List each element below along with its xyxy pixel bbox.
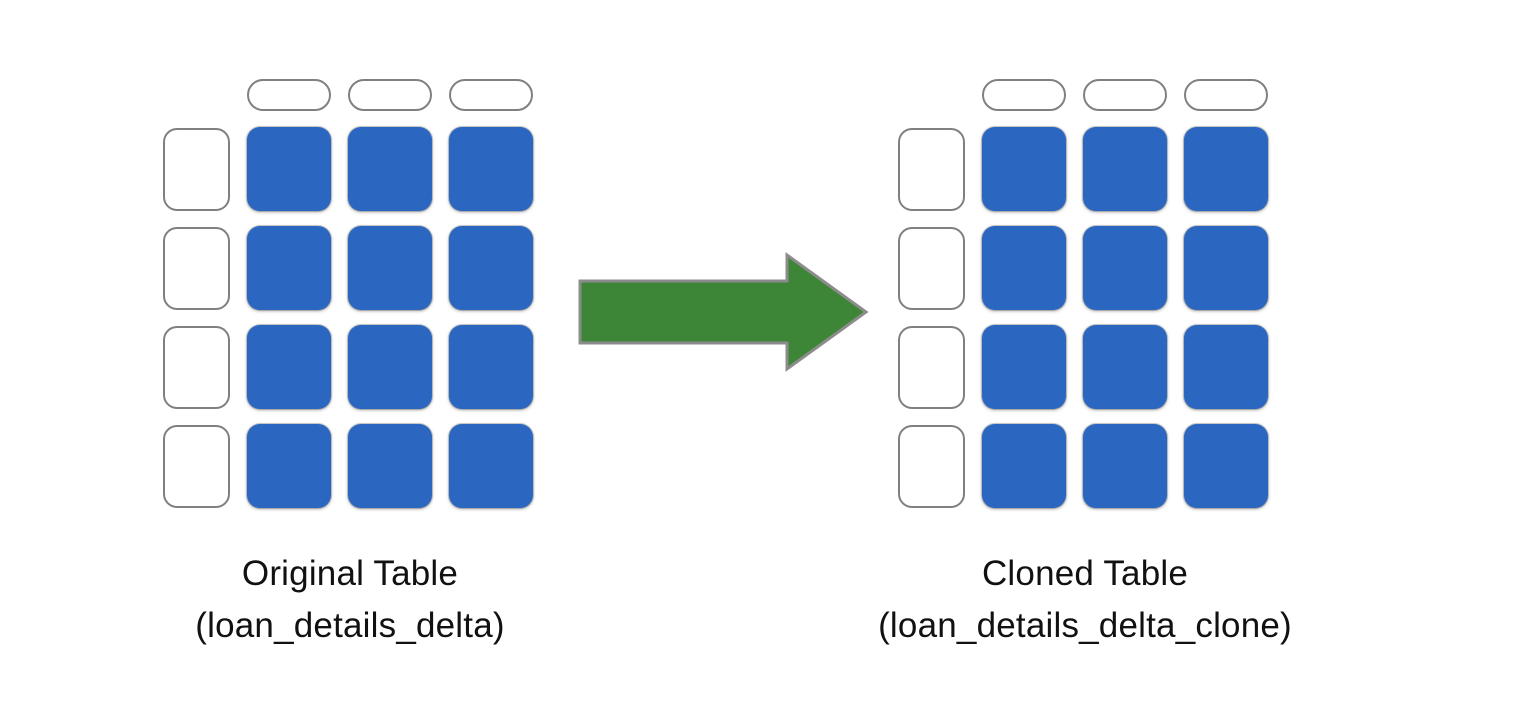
cloned-row-header-4[interactable] xyxy=(898,425,965,508)
original-cell-r4c1[interactable] xyxy=(247,424,331,508)
cloned-cell-r1c2[interactable] xyxy=(1083,127,1167,211)
original-cell-r1c2[interactable] xyxy=(348,127,432,211)
cloned-row-header-1[interactable] xyxy=(898,128,965,211)
cloned-column-header-1[interactable] xyxy=(982,79,1066,111)
cloned-table-caption-line2: (loan_details_delta_clone) xyxy=(878,606,1292,645)
cloned-cell-r2c1[interactable] xyxy=(982,226,1066,310)
cloned-table-caption: Cloned Table (loan_details_delta_clone) xyxy=(795,548,1375,652)
original-cell-r3c1[interactable] xyxy=(247,325,331,409)
cloned-table-group: Cloned Table (loan_details_delta_clone) xyxy=(875,0,1295,715)
original-cell-r2c3[interactable] xyxy=(449,226,533,310)
clone-arrow xyxy=(575,248,871,378)
cloned-row-header-2[interactable] xyxy=(898,227,965,310)
original-cell-r4c2[interactable] xyxy=(348,424,432,508)
cloned-cell-r1c3[interactable] xyxy=(1184,127,1268,211)
cloned-column-header-2[interactable] xyxy=(1083,79,1167,111)
original-cell-r3c2[interactable] xyxy=(348,325,432,409)
cloned-cell-r2c3[interactable] xyxy=(1184,226,1268,310)
cloned-cell-r4c3[interactable] xyxy=(1184,424,1268,508)
original-row-header-2[interactable] xyxy=(163,227,230,310)
original-cell-r4c3[interactable] xyxy=(449,424,533,508)
original-column-header-1[interactable] xyxy=(247,79,331,111)
original-cell-r2c2[interactable] xyxy=(348,226,432,310)
original-cell-r1c1[interactable] xyxy=(247,127,331,211)
original-column-header-3[interactable] xyxy=(449,79,533,111)
original-table-caption: Original Table (loan_details_delta) xyxy=(60,548,640,652)
original-column-header-2[interactable] xyxy=(348,79,432,111)
cloned-row-header-3[interactable] xyxy=(898,326,965,409)
original-cell-r2c1[interactable] xyxy=(247,226,331,310)
original-cell-r3c3[interactable] xyxy=(449,325,533,409)
original-table-caption-line1: Original Table xyxy=(241,554,459,593)
cloned-cell-r4c1[interactable] xyxy=(982,424,1066,508)
original-cell-r1c3[interactable] xyxy=(449,127,533,211)
cloned-column-header-3[interactable] xyxy=(1184,79,1268,111)
original-row-header-3[interactable] xyxy=(163,326,230,409)
original-table-caption-line2: (loan_details_delta) xyxy=(195,606,505,645)
cloned-cell-r2c2[interactable] xyxy=(1083,226,1167,310)
cloned-table-caption-line1: Cloned Table xyxy=(981,554,1189,593)
original-row-header-4[interactable] xyxy=(163,425,230,508)
original-table-group: Original Table (loan_details_delta) xyxy=(140,0,560,715)
original-row-header-1[interactable] xyxy=(163,128,230,211)
cloned-cell-r3c3[interactable] xyxy=(1184,325,1268,409)
cloned-cell-r4c2[interactable] xyxy=(1083,424,1167,508)
cloned-cell-r3c1[interactable] xyxy=(982,325,1066,409)
cloned-cell-r3c2[interactable] xyxy=(1083,325,1167,409)
right-block-arrow-icon xyxy=(578,252,869,372)
cloned-cell-r1c1[interactable] xyxy=(982,127,1066,211)
